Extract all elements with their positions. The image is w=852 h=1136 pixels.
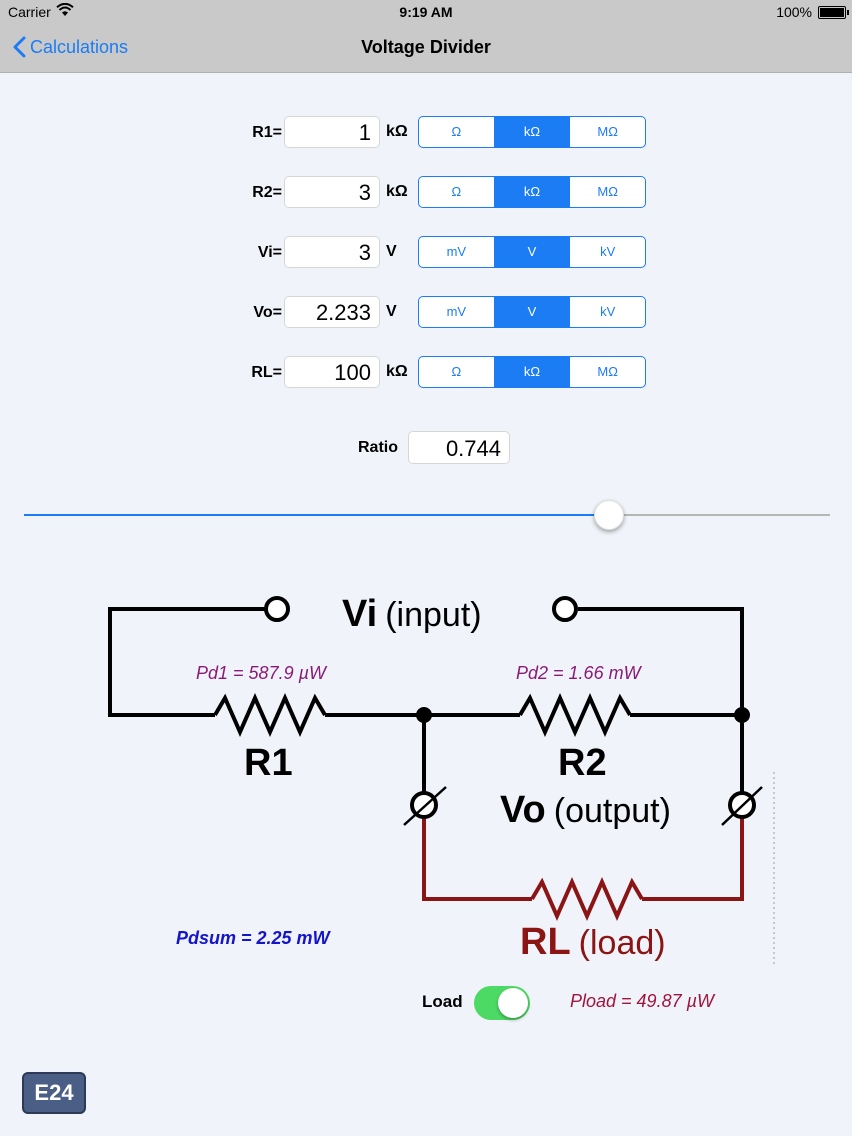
vi-label: Vi (342, 593, 377, 635)
ratio-label: Ratio (358, 439, 398, 456)
carrier-label: Carrier (8, 4, 51, 20)
rl-sublabel: (load) (579, 924, 666, 962)
unit-option[interactable]: MΩ (569, 357, 645, 387)
row-label: RL= (251, 364, 282, 381)
unit-option[interactable]: Ω (451, 364, 462, 379)
vo-terminal-left (403, 786, 447, 826)
row-label: Vo= (253, 304, 282, 321)
unit-label: V (386, 303, 397, 320)
slider-track-filled (24, 514, 610, 516)
unit-option[interactable]: kV (569, 297, 645, 327)
unit-option[interactable]: kV (569, 237, 645, 267)
battery-icon (818, 6, 849, 19)
value-field[interactable]: 100 (284, 356, 380, 388)
wifi-icon (56, 3, 74, 16)
unit-option[interactable]: V (493, 237, 570, 267)
value-field[interactable]: 3 (284, 236, 380, 268)
clock: 9:19 AM (399, 4, 453, 20)
node-right (734, 707, 750, 723)
status-bar: Carrier 9:19 AM 100% (0, 0, 852, 24)
unit-label: kΩ (386, 123, 408, 140)
value-field[interactable]: 2.233 (284, 296, 380, 328)
pd1-label: Pd1 = 587.9 µW (196, 663, 328, 683)
row-label: R2= (252, 184, 282, 201)
slider-thumb[interactable] (594, 500, 625, 530)
r2-label: R2 (558, 742, 607, 784)
e24-button[interactable]: E24 (22, 1072, 86, 1114)
vo-sublabel: (output) (554, 792, 671, 830)
node-left (416, 707, 432, 723)
unit-option[interactable]: mV (446, 244, 467, 259)
pd2-label: Pd2 = 1.66 mW (516, 663, 643, 683)
ratio-field[interactable]: 0.744 (408, 431, 510, 464)
r1-label: R1 (244, 742, 293, 784)
unit-option[interactable]: MΩ (569, 177, 645, 207)
load-label: Load (422, 992, 463, 1011)
vi-terminal-left (264, 596, 290, 622)
circuit-diagram: Vi(input) Pd1 = 587.9 µW Pd2 = 1.66 mW R… (108, 593, 775, 966)
unit-label: kΩ (386, 363, 408, 380)
vi-terminal-right (552, 596, 578, 622)
unit-option[interactable]: kΩ (493, 117, 570, 147)
unit-option[interactable]: V (493, 297, 570, 327)
vi-sublabel: (input) (385, 596, 481, 634)
svg-text:Vi(input): Vi(input) (342, 593, 482, 635)
slider-track-empty (609, 514, 830, 516)
pdsum-label: Pdsum = 2.25 mW (176, 928, 330, 948)
unit-option[interactable]: Ω (451, 124, 462, 139)
pload-label: Pload = 49.87 µW (570, 991, 714, 1011)
battery-percent: 100% (776, 4, 812, 20)
value-field[interactable]: 3 (284, 176, 380, 208)
back-button[interactable]: Calculations (12, 36, 128, 58)
chevron-left-icon (13, 36, 26, 58)
vo-label: Vo (500, 789, 546, 831)
vo-terminal-right (721, 786, 763, 826)
load-toggle[interactable] (474, 986, 530, 1020)
unit-option[interactable]: Ω (451, 184, 462, 199)
svg-text:RL(load): RL(load) (520, 921, 666, 963)
toggle-knob (498, 988, 528, 1018)
unit-option[interactable]: kΩ (493, 177, 570, 207)
page-title: Voltage Divider (361, 37, 491, 57)
navigation-bar: Calculations Voltage Divider (0, 24, 852, 73)
ratio-slider[interactable] (24, 500, 830, 530)
rl-label: RL (520, 921, 571, 963)
unit-label: V (386, 243, 397, 260)
row-label: Vi= (257, 244, 282, 261)
back-label: Calculations (30, 36, 129, 57)
unit-label: kΩ (386, 183, 408, 200)
svg-text:Vo(output): Vo(output) (500, 789, 671, 831)
unit-option[interactable]: kΩ (493, 357, 570, 387)
unit-option[interactable]: mV (446, 304, 467, 319)
value-field[interactable]: 1 (284, 116, 380, 148)
row-label: R1= (252, 124, 282, 141)
unit-option[interactable]: MΩ (569, 117, 645, 147)
